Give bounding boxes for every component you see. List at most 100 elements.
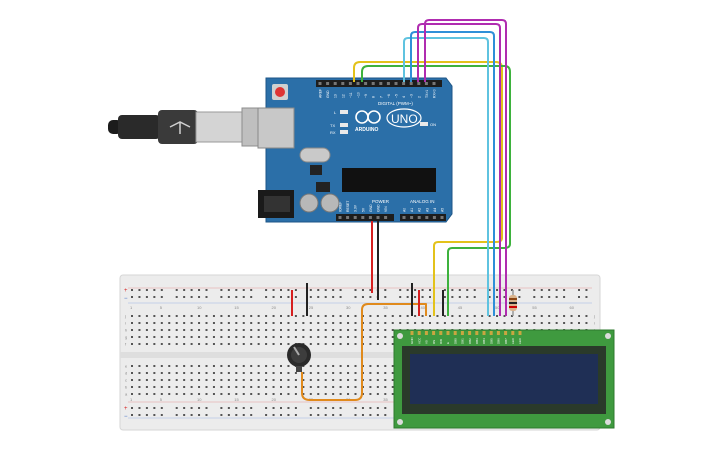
breadboard-hole[interactable] xyxy=(339,343,342,345)
breadboard-hole[interactable] xyxy=(272,365,275,367)
breadboard-hole[interactable] xyxy=(138,315,141,317)
breadboard-hole[interactable] xyxy=(250,414,253,416)
power-pin[interactable] xyxy=(376,216,380,219)
breadboard-hole[interactable] xyxy=(153,343,156,345)
breadboard-hole[interactable] xyxy=(227,289,230,291)
breadboard-hole[interactable] xyxy=(347,343,350,345)
breadboard-hole[interactable] xyxy=(317,379,320,381)
breadboard-hole[interactable] xyxy=(347,372,350,374)
breadboard-hole[interactable] xyxy=(131,407,133,409)
breadboard-hole[interactable] xyxy=(496,289,499,291)
breadboard-hole[interactable] xyxy=(361,296,364,298)
breadboard-hole[interactable] xyxy=(302,315,305,317)
breadboard-hole[interactable] xyxy=(354,372,357,374)
breadboard-hole[interactable] xyxy=(168,315,171,317)
breadboard-hole[interactable] xyxy=(175,414,178,416)
breadboard-hole[interactable] xyxy=(168,379,171,381)
power-pin[interactable] xyxy=(338,216,342,219)
breadboard-hole[interactable] xyxy=(347,393,350,395)
breadboard-hole[interactable] xyxy=(160,343,163,345)
breadboard-hole[interactable] xyxy=(354,386,357,388)
breadboard-hole[interactable] xyxy=(235,379,238,381)
breadboard-hole[interactable] xyxy=(376,379,379,381)
breadboard-hole[interactable] xyxy=(429,315,431,317)
breadboard-hole[interactable] xyxy=(250,336,253,338)
breadboard-hole[interactable] xyxy=(458,296,461,298)
breadboard-hole[interactable] xyxy=(317,336,320,338)
breadboard-hole[interactable] xyxy=(131,343,133,345)
lcd-pin[interactable] xyxy=(460,331,464,335)
breadboard-hole[interactable] xyxy=(280,336,282,338)
breadboard-hole[interactable] xyxy=(332,289,335,291)
breadboard-hole[interactable] xyxy=(347,336,350,338)
breadboard-hole[interactable] xyxy=(242,372,245,374)
breadboard-hole[interactable] xyxy=(510,322,513,324)
breadboard-hole[interactable] xyxy=(339,296,342,298)
breadboard-hole[interactable] xyxy=(429,289,431,291)
power-pin[interactable] xyxy=(346,216,350,219)
breadboard-hole[interactable] xyxy=(198,379,201,381)
breadboard-hole[interactable] xyxy=(555,322,558,324)
breadboard-hole[interactable] xyxy=(227,407,230,409)
breadboard-hole[interactable] xyxy=(175,407,178,409)
lcd-pin[interactable] xyxy=(511,331,515,335)
breadboard-hole[interactable] xyxy=(294,414,297,416)
breadboard-hole[interactable] xyxy=(153,336,156,338)
breadboard-hole[interactable] xyxy=(138,336,141,338)
breadboard-hole[interactable] xyxy=(227,315,230,317)
breadboard-hole[interactable] xyxy=(205,343,208,345)
breadboard-hole[interactable] xyxy=(540,322,543,324)
breadboard-hole[interactable] xyxy=(198,365,201,367)
breadboard-hole[interactable] xyxy=(317,289,320,291)
breadboard-hole[interactable] xyxy=(145,393,148,395)
breadboard-hole[interactable] xyxy=(138,343,141,345)
breadboard-hole[interactable] xyxy=(183,315,186,317)
analog-pin[interactable] xyxy=(410,216,414,219)
breadboard-hole[interactable] xyxy=(555,296,558,298)
breadboard-hole[interactable] xyxy=(205,315,208,317)
breadboard-hole[interactable] xyxy=(227,379,230,381)
breadboard-hole[interactable] xyxy=(369,393,372,395)
breadboard-hole[interactable] xyxy=(473,289,476,291)
breadboard-hole[interactable] xyxy=(339,289,342,291)
breadboard-hole[interactable] xyxy=(436,322,439,324)
breadboard-hole[interactable] xyxy=(160,414,163,416)
breadboard-hole[interactable] xyxy=(369,379,372,381)
breadboard-hole[interactable] xyxy=(153,414,156,416)
breadboard-hole[interactable] xyxy=(376,386,379,388)
breadboard-hole[interactable] xyxy=(570,322,573,324)
breadboard-hole[interactable] xyxy=(250,343,253,345)
breadboard-hole[interactable] xyxy=(548,322,551,324)
digital-pin[interactable] xyxy=(318,82,322,85)
breadboard-hole[interactable] xyxy=(205,379,208,381)
breadboard-hole[interactable] xyxy=(369,296,372,298)
breadboard-hole[interactable] xyxy=(369,336,372,338)
breadboard-hole[interactable] xyxy=(317,315,320,317)
breadboard-hole[interactable] xyxy=(220,322,223,324)
reset-button-cap[interactable] xyxy=(275,87,285,97)
breadboard-hole[interactable] xyxy=(138,414,141,416)
breadboard-hole[interactable] xyxy=(518,315,521,317)
breadboard-hole[interactable] xyxy=(332,386,335,388)
breadboard-hole[interactable] xyxy=(265,365,268,367)
breadboard-hole[interactable] xyxy=(160,322,163,324)
breadboard-hole[interactable] xyxy=(131,322,133,324)
breadboard-hole[interactable] xyxy=(190,322,193,324)
digital-pin[interactable] xyxy=(341,82,345,85)
digital-pin[interactable] xyxy=(364,82,368,85)
breadboard-hole[interactable] xyxy=(131,296,133,298)
breadboard-hole[interactable] xyxy=(332,296,335,298)
breadboard-hole[interactable] xyxy=(145,336,148,338)
breadboard-hole[interactable] xyxy=(250,289,253,291)
breadboard-hole[interactable] xyxy=(183,379,186,381)
breadboard-hole[interactable] xyxy=(183,407,186,409)
digital-pin[interactable] xyxy=(379,82,383,85)
breadboard-hole[interactable] xyxy=(205,336,208,338)
breadboard-hole[interactable] xyxy=(138,386,141,388)
digital-pin[interactable] xyxy=(417,82,421,85)
breadboard-hole[interactable] xyxy=(280,343,282,345)
breadboard-hole[interactable] xyxy=(153,289,156,291)
breadboard-hole[interactable] xyxy=(220,386,223,388)
breadboard-hole[interactable] xyxy=(287,393,290,395)
